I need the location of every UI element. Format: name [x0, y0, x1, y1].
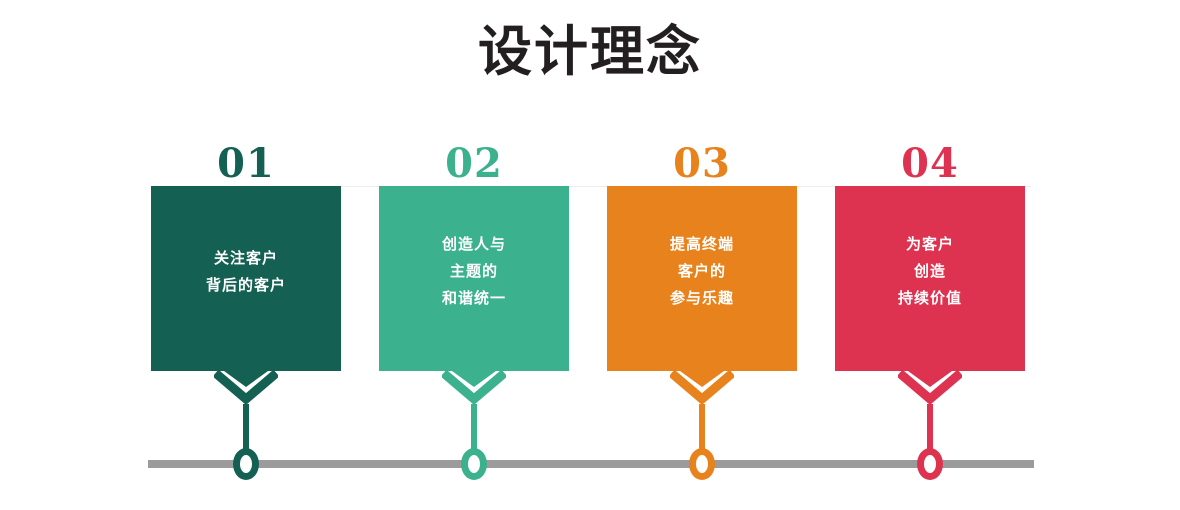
step-card-text-line: 提高终端 [669, 236, 734, 253]
step-card-text-line: 客户的 [677, 263, 726, 280]
step-card-body: 关注客户背后的客户 [151, 186, 341, 371]
step-card-text: 创造人与主题的和谐统一 [379, 231, 569, 326]
card-notch-arrow-icon [908, 371, 952, 387]
connector-stem [243, 404, 249, 450]
step-01: 01 关注客户背后的客户 [151, 0, 341, 510]
chevron-down-icon [442, 370, 506, 404]
step-number-label: 03 [673, 140, 731, 187]
step-card-text-line: 持续价值 [897, 290, 962, 307]
step-card-text-line: 背后的客户 [205, 276, 286, 294]
step-card-text-line: 参与乐趣 [669, 290, 734, 307]
step-card-text-line: 创造人与 [441, 236, 506, 253]
step-02: 02 创造人与主题的和谐统一 [379, 0, 569, 510]
step-card-body: 创造人与主题的和谐统一 [379, 186, 569, 371]
top-divider-rule [151, 186, 1031, 187]
card-notch-arrow-icon [452, 371, 496, 387]
step-card-text-line: 创造 [913, 263, 946, 280]
step-03: 03 提高终端客户的参与乐趣 [607, 0, 797, 510]
step-card[interactable]: 提高终端客户的参与乐趣 [607, 186, 797, 387]
step-card-text: 为客户创造持续价值 [835, 231, 1025, 326]
timeline-node-ring-icon[interactable] [689, 448, 715, 480]
connector-stem [927, 404, 933, 450]
step-card-body: 提高终端客户的参与乐趣 [607, 186, 797, 371]
step-card[interactable]: 关注客户背后的客户 [151, 186, 341, 387]
card-notch-arrow-icon [680, 371, 724, 387]
connector-stem [471, 404, 477, 450]
card-notch-arrow-icon [224, 371, 268, 387]
step-number-label: 04 [901, 140, 959, 187]
connector-stem [699, 404, 705, 450]
step-card[interactable]: 创造人与主题的和谐统一 [379, 186, 569, 387]
step-card-text-line: 和谐统一 [441, 290, 506, 307]
step-number-label: 02 [445, 140, 503, 187]
chevron-down-icon [670, 370, 734, 404]
step-card-text: 关注客户背后的客户 [151, 245, 341, 313]
timeline-node-ring-icon[interactable] [233, 448, 259, 480]
step-card-body: 为客户创造持续价值 [835, 186, 1025, 371]
chevron-down-icon [214, 370, 278, 404]
step-card[interactable]: 为客户创造持续价值 [835, 186, 1025, 387]
timeline-baseline [148, 460, 1034, 468]
chevron-down-icon [898, 370, 962, 404]
step-04: 04 为客户创造持续价值 [835, 0, 1025, 510]
step-card-text-line: 关注客户 [213, 249, 278, 267]
step-number-label: 01 [217, 140, 275, 187]
step-card-text-line: 主题的 [449, 263, 498, 280]
page-title: 设计理念 [478, 20, 702, 83]
step-card-text-line: 为客户 [905, 236, 954, 253]
timeline-node-ring-icon[interactable] [917, 448, 943, 480]
timeline-node-ring-icon[interactable] [461, 448, 487, 480]
step-card-text: 提高终端客户的参与乐趣 [607, 231, 797, 326]
